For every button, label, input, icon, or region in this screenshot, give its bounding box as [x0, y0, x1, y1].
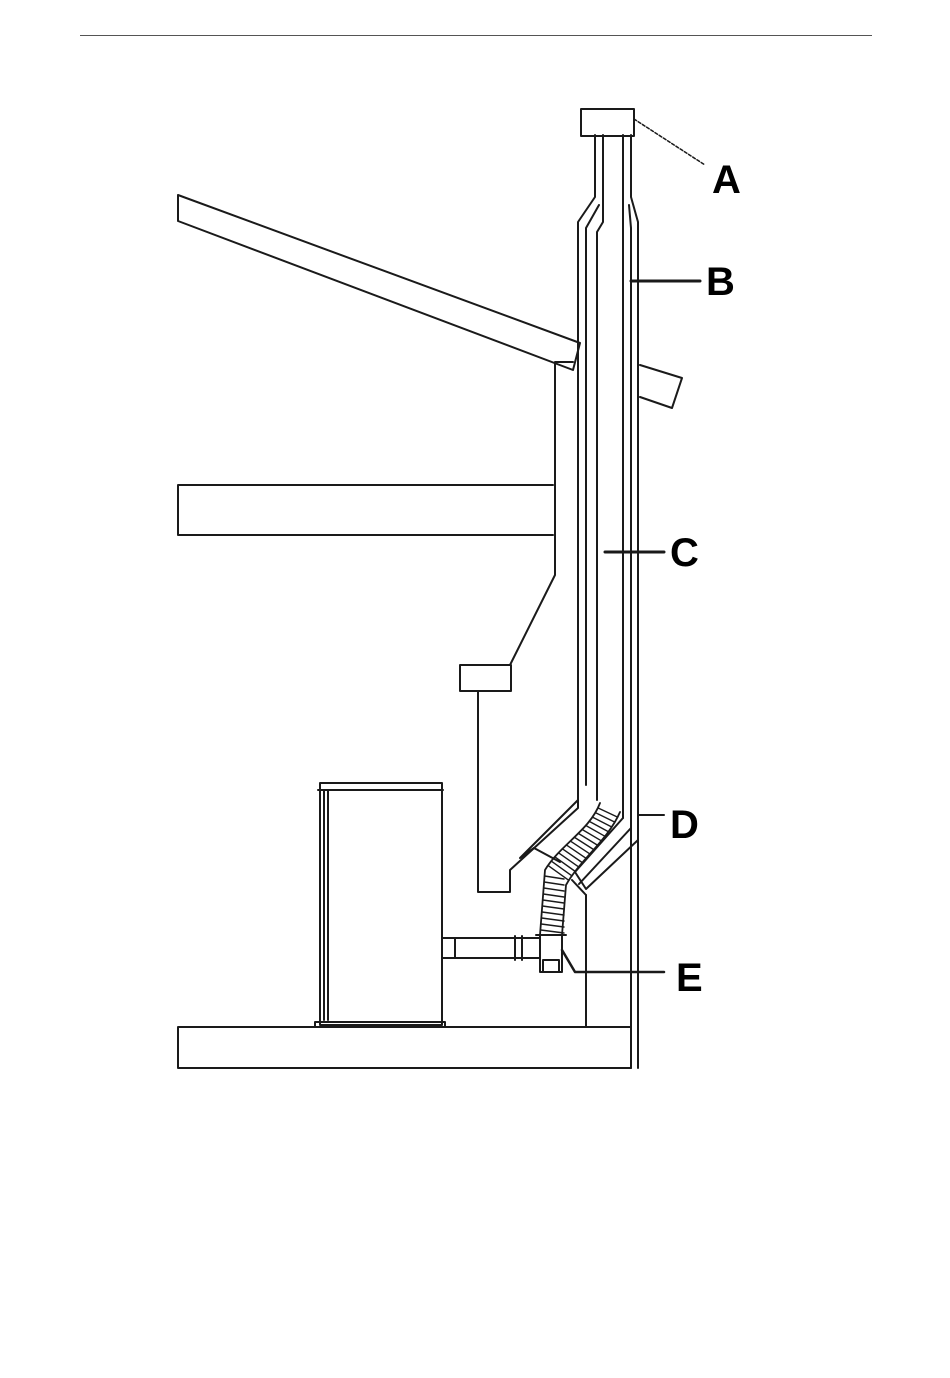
corrugation-ring	[542, 912, 564, 915]
corrugation-ring	[551, 861, 572, 876]
corrugation-ring	[574, 837, 593, 849]
corrugation-ring	[562, 849, 582, 863]
callout-a: A	[712, 158, 741, 202]
corrugation-ring	[545, 876, 564, 879]
roof-rafter	[178, 195, 580, 370]
floor-hearth	[178, 1027, 631, 1068]
corrugation-ring	[542, 906, 564, 909]
leader-line-a	[634, 119, 705, 165]
horizontal-flue-pipe	[442, 938, 540, 958]
corrugation-ring	[582, 829, 601, 840]
roof-rafter-end	[640, 365, 682, 408]
corrugation-ring	[578, 833, 597, 845]
corrugation-ring	[586, 825, 605, 836]
stove-front-panel	[324, 790, 328, 1020]
tee-cap	[543, 960, 559, 972]
stove-body	[320, 783, 442, 1025]
liner-wall-right-outer	[629, 205, 631, 1063]
callout-b: B	[706, 260, 735, 304]
chimney-offset-left	[520, 800, 578, 858]
corrugation-ring	[542, 918, 564, 921]
callout-e: E	[676, 956, 703, 1000]
corrugation-ring	[541, 930, 564, 933]
corrugation-ring	[544, 882, 564, 885]
chimney-breast	[510, 362, 573, 665]
corrugation-ring	[555, 857, 575, 872]
pipe-joint-2	[515, 936, 522, 960]
corrugation-ring	[566, 845, 586, 858]
chimney-cowl	[581, 109, 634, 136]
corrugation-ring	[559, 853, 579, 867]
chimney-wall-right	[631, 135, 638, 1068]
corrugation-ring	[570, 841, 590, 854]
callout-c: C	[670, 531, 699, 575]
corrugation-ring	[543, 894, 564, 897]
leader-line-e	[562, 950, 664, 972]
corrugation-ring	[544, 888, 564, 891]
register-plate	[460, 665, 511, 691]
liner-wall-left-inner	[597, 135, 603, 800]
corrugation-ring	[541, 924, 564, 927]
adaptor-plate	[534, 848, 586, 895]
corrugation-ring	[543, 900, 564, 903]
callout-d: D	[670, 803, 699, 847]
corrugation-ring	[589, 821, 608, 831]
ceiling-joist	[178, 485, 553, 535]
